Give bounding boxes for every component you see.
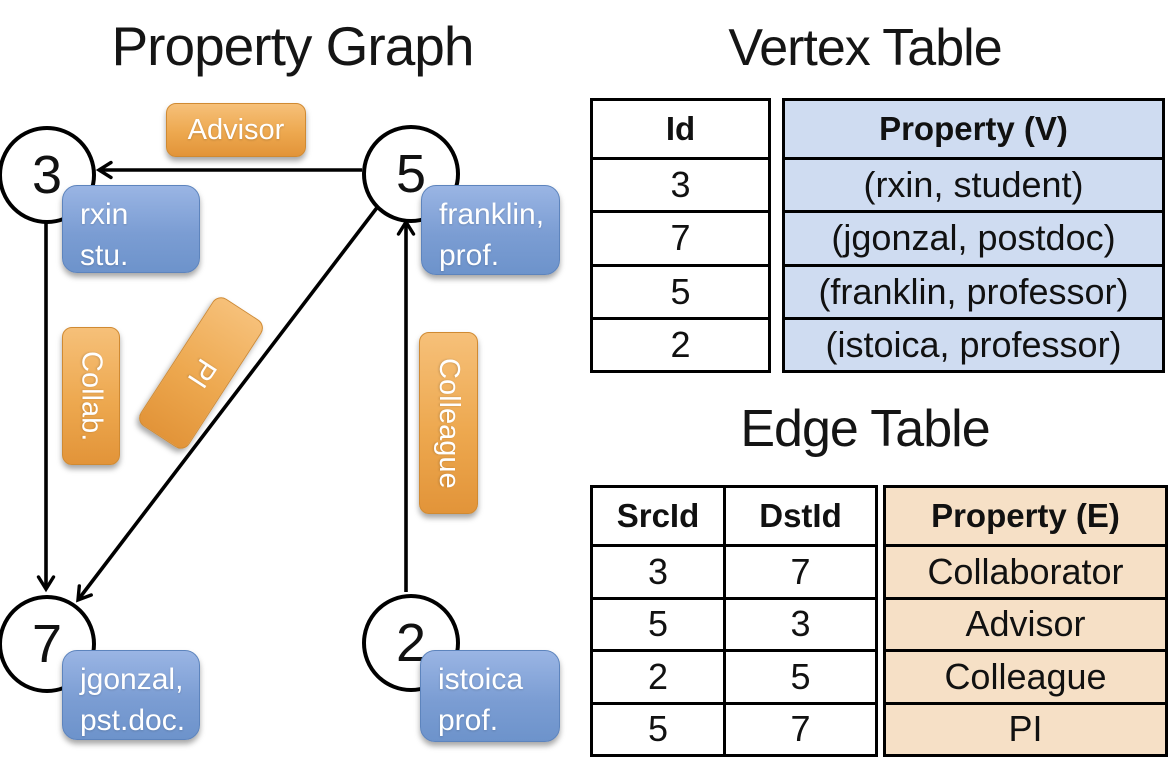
vertex-card-istoica-line2: prof. (438, 703, 499, 737)
edge-table-property-cell: Colleague (886, 649, 1165, 702)
property-graph-title: Property Graph (111, 15, 474, 77)
edge-table-srcid-cell: 2 (593, 652, 726, 702)
vertex-table-id-cell: 2 (593, 316, 768, 370)
edge-table-dstid-cell: 3 (790, 603, 811, 645)
edge-table-dstid-header: DstId (759, 497, 842, 534)
edge-table-id-row: 5 7 (593, 701, 875, 754)
edge-table-id-header-row: SrcId DstId (593, 488, 875, 544)
vertex-table-id-cell: 3 (593, 157, 768, 210)
vertex-card-franklin: franklin, prof. (421, 185, 560, 275)
vertex-card-jgonzal-line1: jgonzal, (80, 663, 184, 696)
vertex-table-id-header: Id (665, 110, 696, 147)
edge-table-dstid-cell: 7 (790, 550, 811, 592)
vertex-card-franklin-line2: prof. (439, 238, 500, 272)
vertex-card-jgonzal: jgonzal, pst.doc. (62, 650, 200, 740)
vertex-table-property-header: Property (V) (879, 110, 1068, 147)
vertex-table-id-cell: 5 (593, 263, 768, 317)
edge-label-colleague: Colleague (419, 332, 478, 514)
vertex-table-title: Vertex Table (728, 19, 1002, 77)
edge-label-collab-text: Collab. (75, 350, 108, 442)
edge-table-property-header: Property (E) (931, 497, 1120, 534)
vertex-table-property-cell: (rxin, student) (785, 157, 1162, 210)
edge-table-property-cell: Advisor (886, 596, 1165, 650)
edge-table-id-row: 5 3 (593, 596, 875, 649)
vertex-node-3: 3 (0, 126, 96, 224)
edge-label-pi-text: PI (180, 353, 223, 394)
edge-label-pi: PI (135, 293, 267, 453)
vertex-table-property-cell: (jgonzal, postdoc) (785, 210, 1162, 263)
vertex-card-jgonzal-line2: pst.doc. (80, 703, 186, 737)
edge-table-id-columns: SrcId DstId 3 7 5 3 2 5 5 7 (590, 485, 878, 757)
edge-table-dstid-cell: 5 (790, 655, 811, 697)
edge-table-srcid-cell: 5 (593, 599, 726, 649)
edge-label-colleague-text: Colleague (433, 357, 465, 489)
vertex-node-7-id: 7 (31, 614, 63, 674)
edge-table-property-column: Property (E) Collaborator Advisor Collea… (883, 485, 1168, 757)
edge-table-srcid-cell: 3 (593, 547, 726, 597)
vertex-table-property-column: Property (V) (rxin, student) (jgonzal, p… (782, 98, 1165, 373)
vertex-table-id-column: Id 3 7 5 2 (590, 98, 771, 373)
edge-table-property-cell: PI (886, 701, 1165, 755)
vertex-card-rxin-line1: rxin (80, 198, 129, 231)
edge-table-srcid-header: SrcId (593, 488, 726, 544)
edge-table-title: Edge Table (740, 400, 990, 458)
vertex-table-property-cell: (franklin, professor) (785, 263, 1162, 317)
vertex-card-istoica-line1: istoica (438, 663, 524, 696)
edge-table-property-cell: Collaborator (886, 544, 1165, 597)
vertex-table-id-cell: 7 (593, 210, 768, 263)
edge-label-advisor-text: Advisor (187, 113, 285, 146)
edge-table-srcid-cell: 5 (593, 704, 726, 754)
vertex-card-rxin: rxin stu. (62, 185, 200, 273)
vertex-card-istoica: istoica prof. (420, 650, 560, 742)
vertex-table-property-cell: (istoica, professor) (785, 316, 1162, 370)
edge-label-collab: Collab. (62, 327, 120, 465)
vertex-node-3-id: 3 (31, 145, 63, 205)
vertex-card-franklin-line1: franklin, (439, 198, 545, 231)
vertex-card-rxin-line2: stu. (80, 238, 129, 272)
edge-table-id-row: 3 7 (593, 544, 875, 597)
edge-table-dstid-cell: 7 (790, 708, 811, 750)
edge-table-id-row: 2 5 (593, 649, 875, 702)
edge-label-advisor: Advisor (166, 103, 306, 157)
